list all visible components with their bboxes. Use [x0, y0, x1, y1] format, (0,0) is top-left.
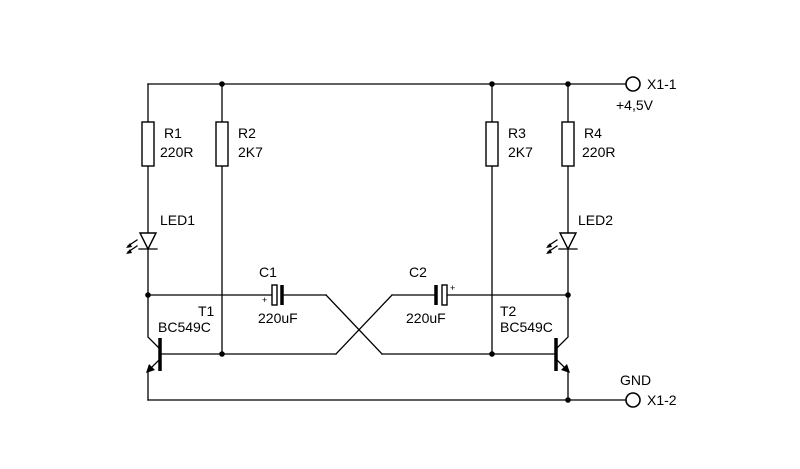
t1-type: BC549C: [158, 319, 211, 335]
resistor-r4: R4 220R: [561, 121, 615, 167]
resistor-r1: R1 220R: [141, 121, 193, 167]
supply-voltage-label: +4,5V: [616, 97, 654, 113]
c2-polarity: +: [450, 283, 455, 293]
t2-type: BC549C: [500, 319, 553, 335]
capacitor-c1: + C1 220uF: [258, 264, 298, 326]
c2-ref: C2: [409, 264, 427, 280]
junction-dots: [145, 81, 571, 403]
terminal-x1-2: X1-2 GND: [620, 372, 677, 408]
r1-value: 220R: [160, 144, 193, 160]
resistor-r3: R3 2K7: [485, 121, 533, 167]
c1-ref: C1: [259, 264, 277, 280]
r4-ref: R4: [584, 125, 602, 141]
led1-ref: LED1: [160, 212, 195, 228]
r3-ref: R3: [508, 125, 526, 141]
r1-ref: R1: [164, 125, 182, 141]
led2-ref: LED2: [578, 212, 613, 228]
terminal-x1-1: X1-1 +4,5V: [616, 76, 677, 113]
r4-value: 220R: [582, 144, 615, 160]
c1-value: 220uF: [258, 310, 298, 326]
transistor-t2: T2 BC549C: [500, 303, 570, 373]
transistor-t1: T1 BC549C: [146, 303, 215, 373]
capacitor-c2: + C2 220uF: [406, 264, 455, 326]
t1-ref: T1: [198, 303, 215, 319]
wires: [147, 83, 627, 401]
x1-1-label: X1-1: [647, 76, 677, 92]
c2-value: 220uF: [406, 310, 446, 326]
gnd-label: GND: [620, 372, 651, 388]
t2-ref: T2: [500, 303, 517, 319]
led2: LED2: [546, 212, 613, 254]
x1-2-label: X1-2: [647, 392, 677, 408]
r2-ref: R2: [238, 125, 256, 141]
r3-value: 2K7: [508, 144, 533, 160]
led1: LED1: [126, 212, 195, 254]
r2-value: 2K7: [238, 144, 263, 160]
c1-polarity: +: [262, 295, 267, 305]
resistor-r2: R2 2K7: [215, 121, 263, 167]
